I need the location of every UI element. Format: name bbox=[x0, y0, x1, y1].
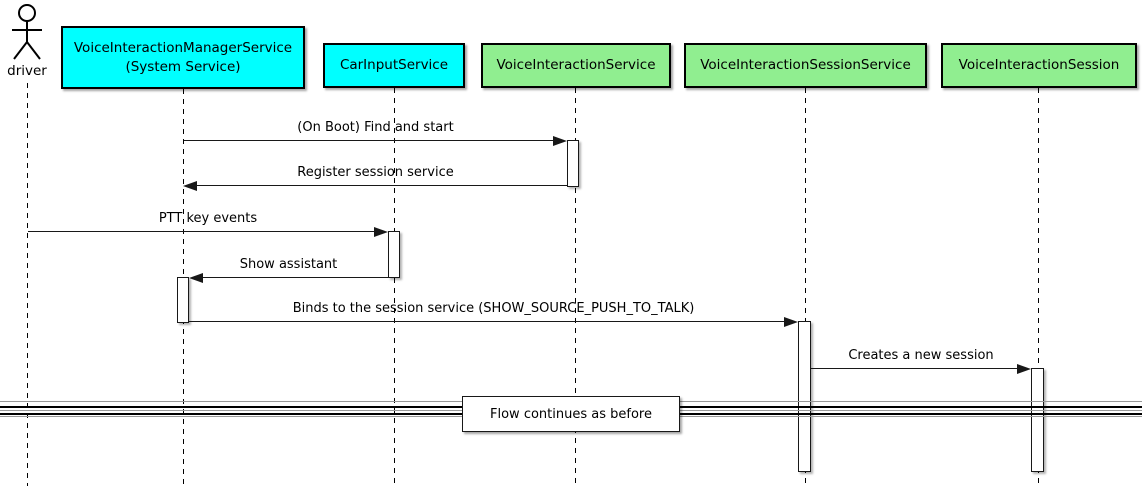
divider-note: Flow continues as before bbox=[462, 396, 680, 432]
lifeline-carinputservice bbox=[394, 88, 395, 486]
message-label: Binds to the session service (SHOW_SOURC… bbox=[292, 301, 695, 316]
message-line bbox=[202, 277, 388, 278]
actor-driver: driver bbox=[6, 2, 48, 79]
lifeline-driver bbox=[27, 83, 28, 486]
message-label: Show assistant bbox=[239, 257, 338, 272]
lifeline-voiceinteractionservice bbox=[575, 88, 576, 486]
arrowhead-right-icon bbox=[784, 317, 798, 327]
participant-label-line1: VoiceInteractionManagerService bbox=[73, 39, 293, 56]
message-label: Creates a new session bbox=[848, 348, 994, 363]
activation-voiceinteractionservice bbox=[567, 140, 579, 187]
participant-voiceinteractionmanagerservice: VoiceInteractionManagerService (System S… bbox=[61, 26, 305, 89]
arrowhead-left-icon bbox=[183, 181, 197, 191]
lifeline-voiceinteractionsessionservice bbox=[805, 88, 806, 486]
arrowhead-right-icon bbox=[553, 136, 567, 146]
actor-label: driver bbox=[7, 63, 47, 79]
arrowhead-right-icon bbox=[1017, 364, 1031, 374]
participant-carinputservice: CarInputService bbox=[323, 43, 465, 88]
message-label: Register session service bbox=[297, 165, 454, 180]
actor-stick-figure-icon bbox=[12, 4, 42, 60]
participant-label: VoiceInteractionSessionService bbox=[700, 57, 911, 73]
participant-label: VoiceInteractionService bbox=[496, 57, 656, 73]
message-line bbox=[811, 368, 1018, 369]
participant-voiceinteractionsession: VoiceInteractionSession bbox=[941, 43, 1137, 88]
activation-voiceinteractionsessionservice bbox=[798, 321, 811, 472]
message-line bbox=[184, 140, 554, 141]
message-line bbox=[189, 321, 785, 322]
message-line bbox=[28, 231, 375, 232]
participant-label: VoiceInteractionSession bbox=[958, 57, 1120, 73]
participant-voiceinteractionservice: VoiceInteractionService bbox=[481, 43, 671, 88]
activation-carinputservice bbox=[388, 231, 400, 278]
participant-label: CarInputService bbox=[339, 57, 449, 73]
divider-note-label: Flow continues as before bbox=[490, 406, 652, 422]
lifeline-voiceinteractionsession bbox=[1038, 88, 1039, 486]
activation-voiceinteractionsession bbox=[1031, 368, 1044, 472]
activation-voiceinteractionmanagerservice bbox=[177, 277, 189, 323]
message-label: PTT key events bbox=[158, 211, 258, 226]
participant-label-line2: (System Service) bbox=[125, 58, 241, 75]
arrowhead-right-icon bbox=[374, 227, 388, 237]
arrowhead-left-icon bbox=[189, 273, 203, 283]
message-line bbox=[197, 185, 567, 186]
participant-voiceinteractionsessionservice: VoiceInteractionSessionService bbox=[684, 43, 927, 88]
message-label: (On Boot) Find and start bbox=[297, 120, 454, 135]
